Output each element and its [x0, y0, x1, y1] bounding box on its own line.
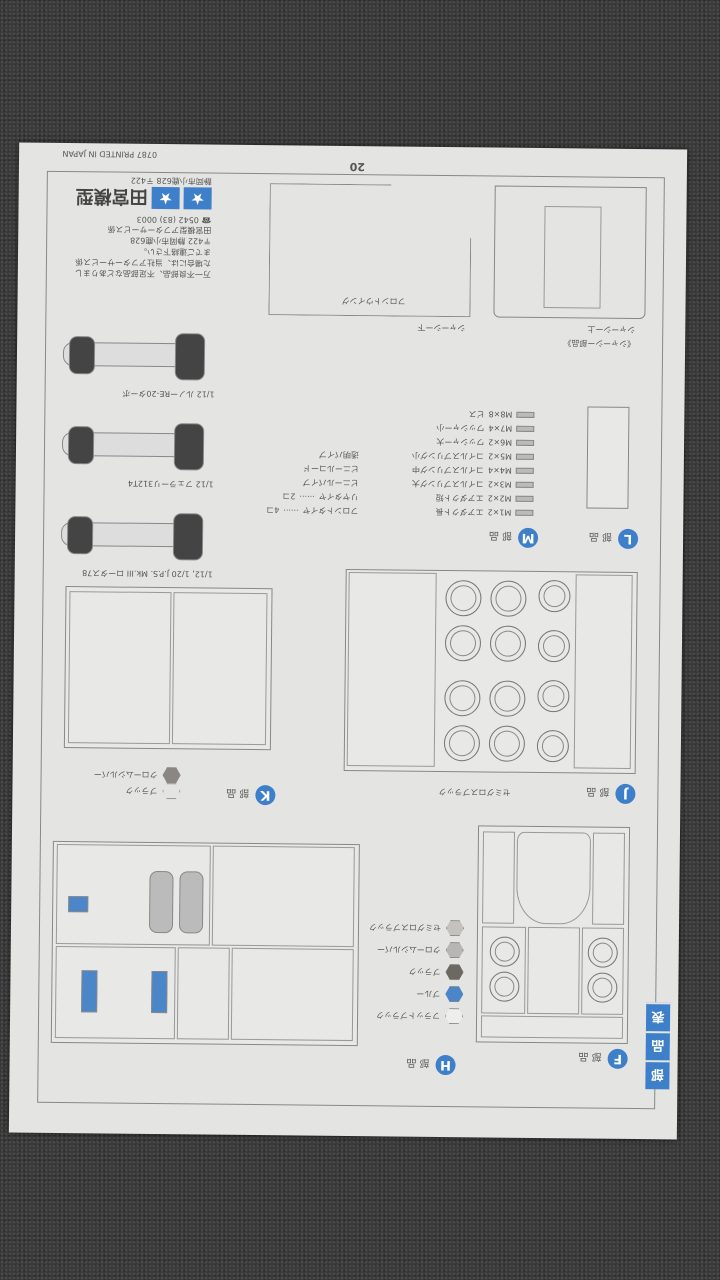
color-swatch-icon [445, 964, 463, 980]
sprue-l [586, 406, 630, 509]
legend-label: ブルー [416, 989, 441, 999]
phone-text: ☎ 0542 (83) 0003 [136, 214, 212, 225]
color-swatch-icon [445, 1008, 463, 1024]
tab-char: 品 [645, 1031, 670, 1061]
color-swatch-icon [445, 986, 463, 1002]
parts-label-text: 部 品 [586, 786, 610, 798]
parts-letter-badge: L [617, 528, 639, 550]
parts-letter-badge: M [517, 527, 539, 548]
star-icon: ★ [151, 186, 180, 210]
legend-label: フラットブラック [376, 1010, 441, 1021]
k-color-legend: ブラック クロームシルバー [94, 766, 181, 799]
car-caption: 1/12 フェラーリ312T4 [127, 478, 214, 489]
legend-item: クロームシルバー [94, 766, 181, 783]
legend-item: セミグロスブラック [369, 916, 464, 939]
car-illustration [53, 504, 204, 566]
company-address: 静岡市小鹿628 〒422 [130, 175, 212, 186]
legend-label: セミグロスブラック [368, 922, 442, 933]
print-info: 0787 PRINTED IN JAPAN [62, 148, 158, 159]
color-swatch-icon [446, 920, 464, 936]
sprue-h [50, 840, 360, 1047]
instruction-sheet-page: 部 品 表 F 部 品 フラットブラック ブルー ブラック クロームシルバー セ… [8, 142, 688, 1140]
other-kits: 1/12, 1/20 J.P.S. Mk.III ロータス78 1/12 フェラ… [43, 278, 216, 580]
extra-item: リヤタイヤ······2コ [282, 491, 359, 502]
extra-item: ビニールコード [302, 464, 359, 474]
parts-label-text: 部 品 [578, 1050, 602, 1063]
parts-letter-badge: F [607, 1048, 628, 1069]
parts-label-text: 部 品 [488, 529, 513, 542]
notice-text: た場合には、当社アフターサービス係 [75, 257, 211, 268]
car-illustration [54, 414, 205, 476]
notice-text: 万一不良部品、不足部品などありまし [74, 268, 211, 279]
parts-label-text: 部 品 [588, 531, 613, 543]
page-number: 20 [349, 159, 366, 174]
legend-item: ブラック [368, 960, 463, 983]
tab-char: 表 [645, 1002, 671, 1032]
extras-column: フロントタイヤ······4コ リヤタイヤ······2コ ビニールパイプ ビニ… [266, 449, 359, 516]
parts-list-tab: 部 品 表 [645, 1002, 671, 1090]
parts-label-text: 部 品 [226, 787, 250, 799]
car-caption: 1/12 ルノーRE-20ターボ [122, 388, 215, 399]
extra-item: ビニールパイプ [302, 478, 359, 488]
address-text: 田宮模型アフターサービス係 [107, 224, 212, 235]
legend-label: クロームシルバー [93, 769, 158, 780]
legend-label: ブラック [408, 967, 441, 977]
parts-label-l: L 部 品 [588, 528, 639, 550]
chassis-drawings: 《シャーシー部品》 シャーシー上 シャーシー下 フロントウイング [255, 185, 657, 349]
sprue-f [475, 825, 631, 1044]
chassis-part-label: シャーシー下 [417, 322, 466, 333]
sprue-k [63, 586, 273, 751]
tab-char: 部 [645, 1060, 670, 1090]
legend-item: ブルー [368, 982, 463, 1005]
color-swatch-icon [162, 783, 180, 799]
legend-label: クロームシルバー [376, 944, 441, 955]
tamiya-logo: ★ ★ 田宮模型 [75, 184, 212, 211]
parts-label-m: M 部 品 [488, 527, 539, 548]
parts-label-j: J 部 品 [586, 783, 636, 805]
sprue-j [343, 568, 638, 775]
parts-label-text: 部 品 [406, 1057, 430, 1069]
car-illustration [55, 324, 206, 386]
color-swatch-icon [163, 767, 181, 783]
company-info: 万一不良部品、不足部品などありまし た場合には、当社アフターサービス係 までご連… [46, 175, 212, 280]
extra-item: フロントタイヤ······4コ [266, 505, 359, 516]
car-caption: 1/12, 1/20 J.P.S. Mk.III ロータス78 [82, 568, 213, 579]
parts-letter-badge: J [615, 783, 636, 805]
parts-label-k: K 部 品 [226, 785, 276, 806]
color-swatch-icon [446, 942, 464, 958]
parts-letter-badge: K [255, 785, 276, 806]
notice-text: までご連絡下さい。 [139, 246, 212, 257]
parts-label-h: H 部 品 [406, 1054, 456, 1076]
color-legend: フラットブラック ブルー ブラック クロームシルバー セミグロスブラック [368, 916, 464, 1027]
legend-item: クロームシルバー [369, 938, 464, 961]
star-icon: ★ [183, 187, 212, 210]
chassis-part-label: シャーシー上 [587, 324, 636, 334]
j-color-note: セミグロスブラック [438, 786, 511, 797]
chassis-title: 《シャーシー部品》 [563, 338, 636, 348]
address-text: 〒422 静岡市小鹿628 [130, 235, 212, 246]
extra-item: 透明パイプ [318, 450, 359, 460]
legend-item: フラットブラック [368, 1004, 463, 1027]
parts-letter-badge: H [435, 1054, 456, 1076]
company-name: 田宮模型 [75, 185, 148, 207]
legend-label: ブラック [125, 786, 158, 796]
parts-label-f: F 部 品 [578, 1048, 628, 1069]
legend-item: ブラック [94, 782, 181, 799]
